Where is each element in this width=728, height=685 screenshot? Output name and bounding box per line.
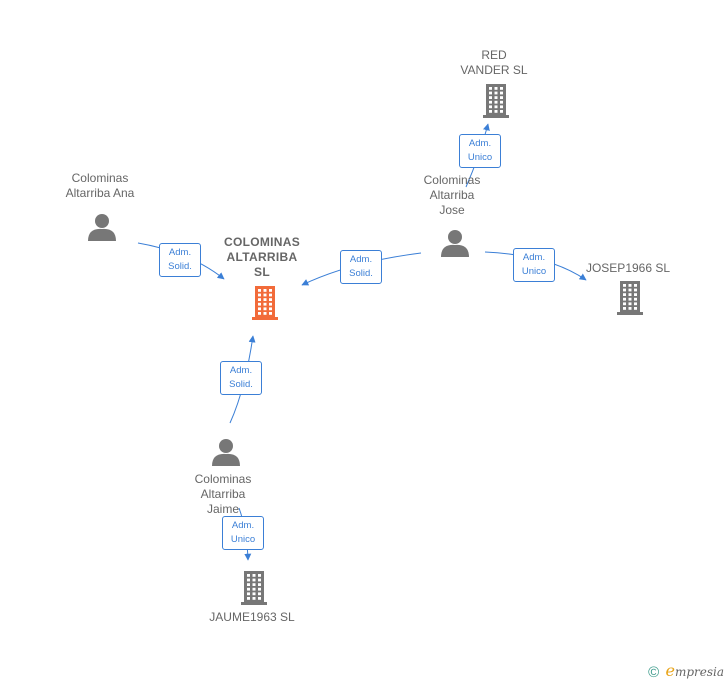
building-icon-jaume[interactable] — [241, 571, 267, 605]
edge-label-ana-main[interactable]: Adm. Solid. — [159, 243, 201, 277]
edge-label-jose-josep[interactable]: Adm. Unico — [513, 248, 555, 282]
node-label-jaume[interactable]: JAUME1963 SL — [209, 609, 295, 624]
brand-logo: empresia — [665, 661, 724, 680]
footer-brand: © empresia — [648, 661, 724, 681]
node-label-josep[interactable]: JOSEP1966 SL — [585, 260, 671, 275]
edge-label-jaime-jaume[interactable]: Adm. Unico — [222, 516, 264, 550]
copyright-symbol: © — [648, 664, 660, 681]
person-icon-jose[interactable] — [441, 230, 469, 257]
building-icon-red[interactable] — [483, 84, 509, 118]
edge-label-jose-red[interactable]: Adm. Unico — [459, 134, 501, 168]
node-label-ana[interactable]: Colominas Altarriba Ana — [65, 171, 135, 200]
node-label-red[interactable]: RED VANDER SL — [460, 48, 528, 77]
building-icon-main[interactable] — [252, 286, 278, 320]
building-icon-josep[interactable] — [617, 281, 643, 315]
node-label-jose[interactable]: Colominas Altarriba Jose — [423, 172, 481, 217]
edge-label-jaime-main[interactable]: Adm. Solid. — [220, 361, 262, 395]
person-icon-ana[interactable] — [88, 214, 116, 241]
node-label-main[interactable]: COLOMINAS ALTARRIBA SL — [223, 234, 301, 279]
person-icon-jaime[interactable] — [212, 439, 240, 466]
node-label-jaime[interactable]: Colominas Altarriba Jaime — [194, 471, 252, 516]
edge-label-jose-main[interactable]: Adm. Solid. — [340, 250, 382, 284]
